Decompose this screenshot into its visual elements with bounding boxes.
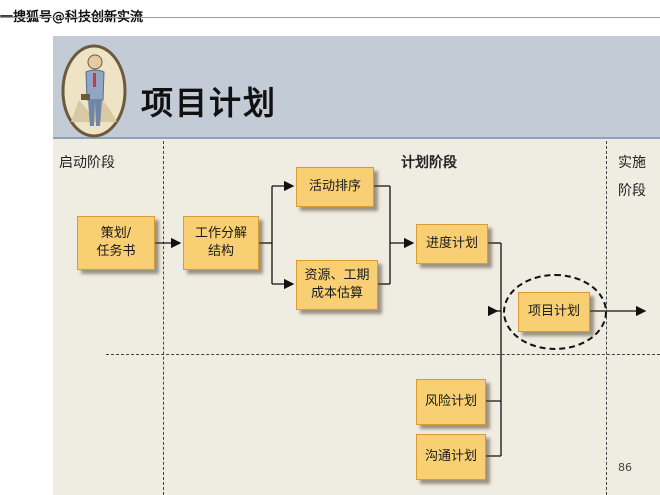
phase-initiation-label: 启动阶段: [59, 155, 115, 171]
phase-divider-right: [606, 141, 607, 495]
watermark-divider: [0, 17, 660, 18]
node-charter-label: 策划/ 任务书: [96, 226, 136, 259]
page-number: 86: [618, 461, 632, 474]
watermark-text: 一搜狐号@科技创新实流: [0, 10, 144, 25]
node-communication-plan: 沟通计划: [416, 434, 486, 480]
section-divider: [106, 354, 660, 355]
node-project-plan-label: 项目计划: [527, 304, 580, 320]
phase-execution-label-line2: 阶段: [618, 183, 646, 199]
highlight-ring: [503, 274, 607, 350]
node-schedule-label: 进度计划: [425, 236, 478, 252]
node-communication-plan-label: 沟通计划: [424, 449, 477, 465]
node-risk-plan-label: 风险计划: [424, 394, 477, 410]
phase-execution-label-line1: 实施: [618, 155, 646, 171]
header-divider: [53, 137, 660, 139]
node-activity-sequencing: 活动排序: [296, 167, 374, 207]
node-charter: 策划/ 任务书: [77, 216, 155, 270]
phase-divider-left: [163, 141, 164, 495]
businessman-emblem-icon: [61, 44, 127, 138]
slide-header: [53, 36, 660, 138]
node-schedule: 进度计划: [416, 224, 488, 264]
node-wbs-label: 工作分解 结构: [194, 226, 247, 259]
node-resource-estimating-label: 资源、工期 成本估算: [304, 268, 370, 301]
slide: 项目计划 启动阶段 计划阶段 实施 阶段: [53, 36, 660, 495]
node-risk-plan: 风险计划: [416, 379, 486, 425]
node-project-plan: 项目计划: [518, 292, 590, 332]
phase-planning-label: 计划阶段: [401, 155, 457, 171]
node-resource-estimating: 资源、工期 成本估算: [296, 260, 378, 310]
slide-title: 项目计划: [141, 84, 278, 122]
node-activity-sequencing-label: 活动排序: [308, 179, 361, 195]
node-wbs: 工作分解 结构: [183, 216, 259, 270]
